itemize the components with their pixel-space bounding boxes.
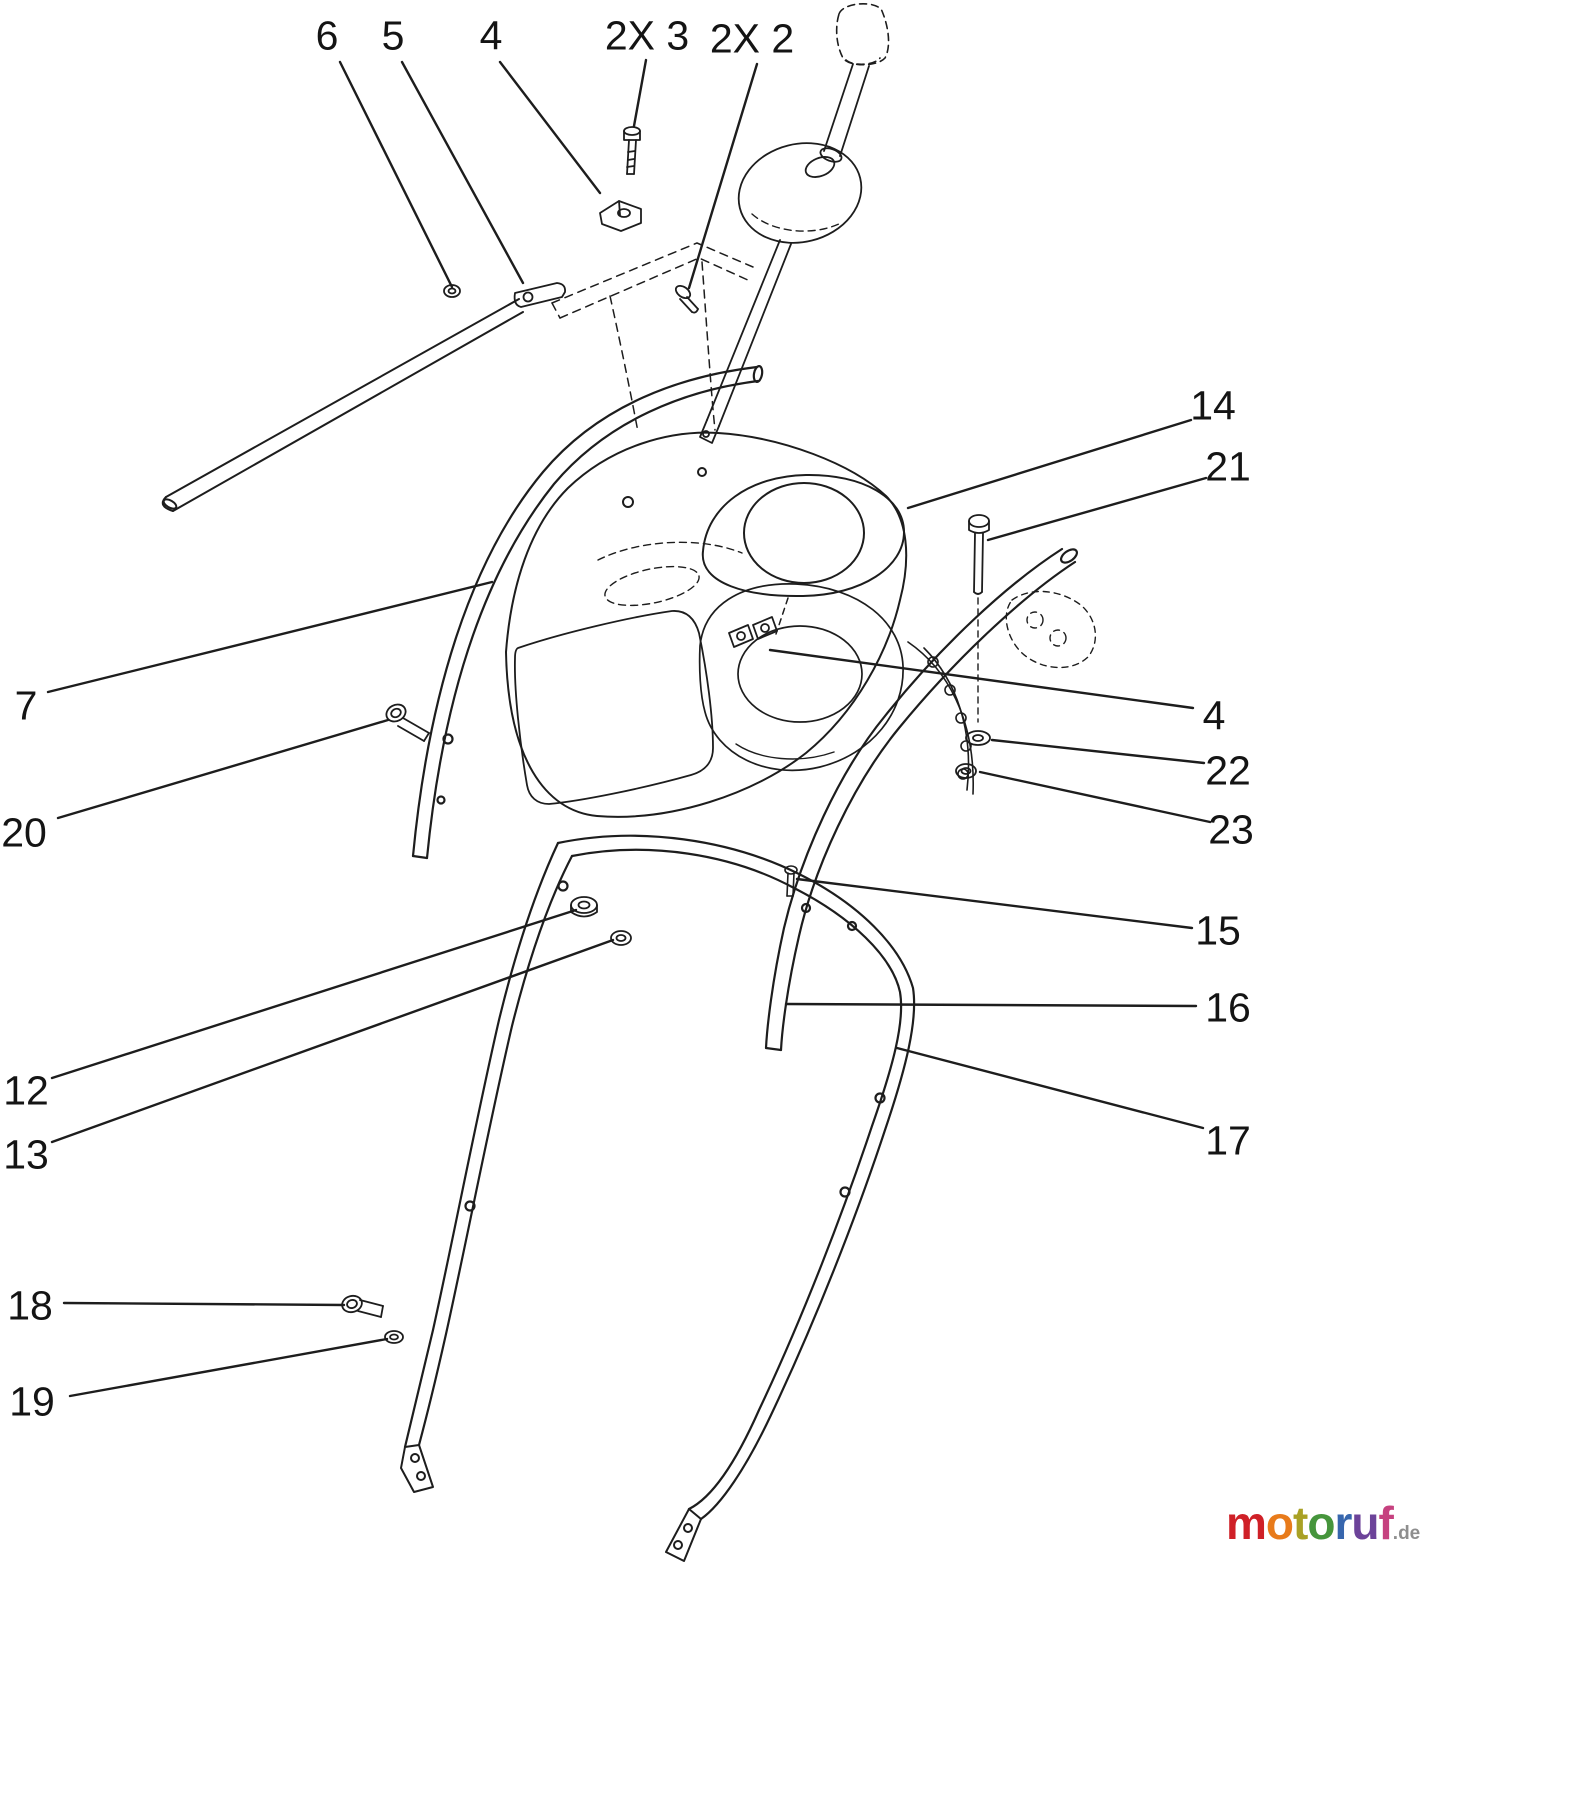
handle-foot-right [665, 1508, 702, 1562]
logo-letter: u [1351, 1497, 1379, 1549]
callout-4: 4 [479, 12, 503, 59]
callout-19: 19 [9, 1378, 55, 1425]
rod-nut [443, 284, 461, 298]
logo-wordmark: motoruf [1226, 1497, 1394, 1549]
callout-17: 17 [1205, 1117, 1251, 1164]
callout-12: 12 [3, 1067, 49, 1114]
bolt-18 [341, 1294, 384, 1318]
shift-link-rod [699, 239, 792, 444]
logo-letter: r [1334, 1497, 1352, 1549]
callout-16: 16 [1205, 984, 1251, 1031]
control-panel [505, 431, 908, 818]
callout-2x-2: 2X 2 [709, 15, 795, 62]
motoruf-logo: motoruf.de [1226, 1500, 1420, 1546]
washer-19 [384, 1330, 404, 1344]
callout-20: 20 [1, 809, 47, 856]
logo-letter: m [1226, 1497, 1267, 1549]
callout-15: 15 [1195, 907, 1241, 954]
shift-rod [161, 298, 524, 512]
logo-letter: f [1378, 1497, 1393, 1549]
cable-clamp [728, 616, 778, 648]
callout-4: 4 [1202, 692, 1226, 739]
callout-13: 13 [3, 1131, 49, 1178]
logo-letter: t [1293, 1497, 1308, 1549]
upper-handle-right [764, 547, 1079, 1052]
callout-14: 14 [1190, 382, 1236, 429]
callout-2x-3: 2X 3 [604, 12, 690, 59]
mount-plate-right [907, 641, 974, 795]
shift-boot [737, 142, 863, 244]
logo-suffix: .de [1392, 1523, 1421, 1544]
spacer-12 [570, 896, 598, 918]
handle-foot-left [400, 1444, 434, 1493]
logo-letter: o [1307, 1497, 1335, 1549]
bolt-20 [385, 703, 430, 742]
nut-13 [610, 930, 632, 946]
logo-letter: o [1265, 1497, 1294, 1549]
callout-23: 23 [1208, 806, 1254, 853]
callout-6: 6 [315, 12, 339, 59]
callout-21: 21 [1205, 443, 1251, 490]
callout-22: 22 [1205, 747, 1251, 794]
grip-mount [1005, 590, 1097, 669]
rod-link [513, 282, 566, 308]
cable-bracket [599, 200, 642, 232]
mount-plate [551, 242, 754, 433]
lower-handle-loop [403, 834, 916, 1521]
callout-7: 7 [14, 682, 38, 729]
shift-lever [819, 63, 870, 163]
bracket-bolt [623, 126, 641, 175]
bolt-21 [968, 514, 990, 723]
shift-knob [835, 3, 890, 66]
leader-lines [46, 58, 1212, 1398]
callout-5: 5 [381, 12, 405, 59]
panel-ring [701, 473, 905, 635]
callout-18: 18 [7, 1282, 53, 1329]
clevis-pin [674, 284, 699, 314]
engine-housing [698, 583, 904, 772]
upper-handle-left [411, 364, 764, 860]
